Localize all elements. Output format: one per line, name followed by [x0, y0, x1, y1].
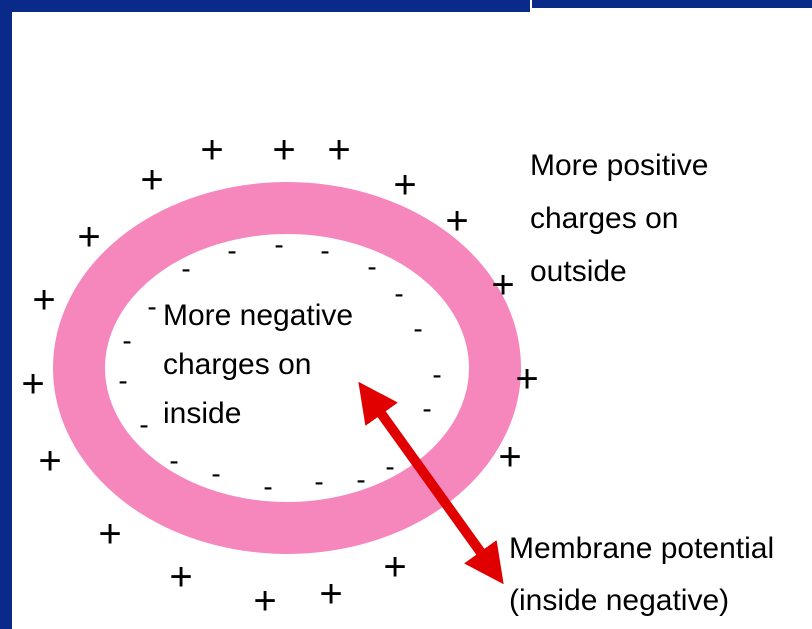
positive-charge: + [491, 263, 514, 307]
positive-charge: + [319, 572, 342, 616]
negative-charge: - [422, 393, 431, 424]
inside-label-line-2: charges on [163, 348, 311, 381]
negative-charge: - [432, 359, 441, 390]
positive-charge: + [140, 158, 163, 202]
negative-charge: - [122, 325, 131, 356]
positive-charge: + [498, 435, 521, 479]
negative-charge: - [211, 458, 220, 489]
positive-charge: + [200, 128, 223, 172]
inside-label-line-1: More negative [163, 299, 353, 332]
negative-charge: - [356, 464, 365, 495]
membrane-potential-label: Membrane potential (inside negative) [509, 532, 774, 617]
negative-charge: - [118, 365, 127, 396]
negative-charge: - [367, 251, 376, 282]
outside-label-line-1: More positive [530, 149, 708, 182]
positive-charge: + [77, 215, 100, 259]
negative-charge: - [320, 235, 329, 266]
outside-label-line-3: outside [530, 255, 627, 288]
inside-label: More negative charges on inside [163, 299, 353, 430]
negative-charge: - [227, 235, 236, 266]
positive-charge: + [21, 362, 44, 406]
positive-charge: + [98, 512, 121, 556]
slide-border-top-right [532, 0, 812, 8]
positive-charge: + [272, 128, 295, 172]
slide-border-top-left [0, 0, 530, 12]
negative-charge: - [139, 409, 148, 440]
inside-label-line-3: inside [163, 397, 241, 430]
positive-charge: + [38, 439, 61, 483]
negative-charge: - [385, 451, 394, 482]
membrane-potential-arrow [358, 381, 504, 585]
slide-border-left [0, 0, 12, 629]
outside-label: More positive charges on outside [530, 149, 708, 288]
membrane-potential-label-line-1: Membrane potential [509, 532, 774, 565]
negative-charge: - [169, 445, 178, 476]
positive-charge: + [383, 545, 406, 589]
membrane-potential-label-line-2: (inside negative) [509, 584, 729, 617]
negative-charge: - [263, 471, 272, 502]
positive-charge: + [169, 555, 192, 599]
negative-charge: - [413, 313, 422, 344]
positive-charge: + [253, 579, 276, 623]
positive-charge: + [445, 199, 468, 243]
positive-charge: + [327, 128, 350, 172]
positive-charge: + [393, 163, 416, 207]
negative-charge: - [274, 229, 283, 260]
negative-charge: - [181, 253, 190, 284]
negative-charge: - [314, 466, 323, 497]
positive-charge: + [515, 357, 538, 401]
negative-charge: - [394, 278, 403, 309]
positive-charge: + [32, 278, 55, 322]
outside-label-line-2: charges on [530, 202, 678, 235]
cell-membrane [53, 182, 521, 554]
negative-charge: - [147, 291, 156, 322]
